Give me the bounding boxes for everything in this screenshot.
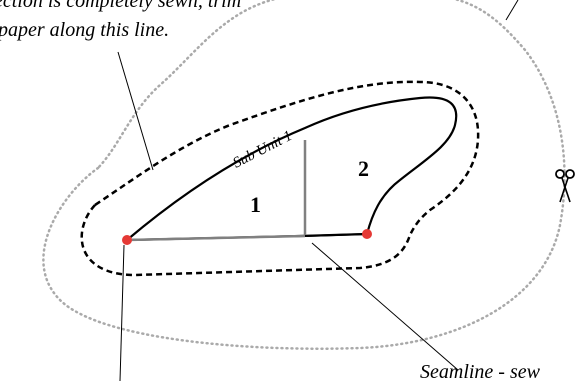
seam-line-bottom-right bbox=[304, 233, 368, 237]
leader-trim-note bbox=[117, 51, 154, 171]
piece-number-2: 2 bbox=[358, 156, 369, 181]
piece-number-1: 1 bbox=[250, 192, 261, 217]
start-dot bbox=[122, 235, 132, 245]
unit-label: Sub Unit 1 bbox=[231, 128, 295, 172]
end-dot bbox=[362, 229, 372, 239]
leader-top-right bbox=[505, 0, 519, 21]
leader-seamline bbox=[311, 242, 459, 371]
seamline-note: Seamline - sew bbox=[420, 361, 540, 383]
seam-allowance-line bbox=[80, 80, 480, 277]
scissors-icon bbox=[555, 169, 575, 203]
unit-outline bbox=[123, 96, 458, 242]
trim-line bbox=[42, 0, 566, 350]
seam-line-bottom bbox=[126, 234, 306, 242]
leader-start-dot bbox=[119, 244, 125, 382]
trim-instruction-line1: ection is completely sewn, trim bbox=[0, 0, 242, 12]
trim-instruction-line2: paper along this line. bbox=[0, 19, 170, 41]
